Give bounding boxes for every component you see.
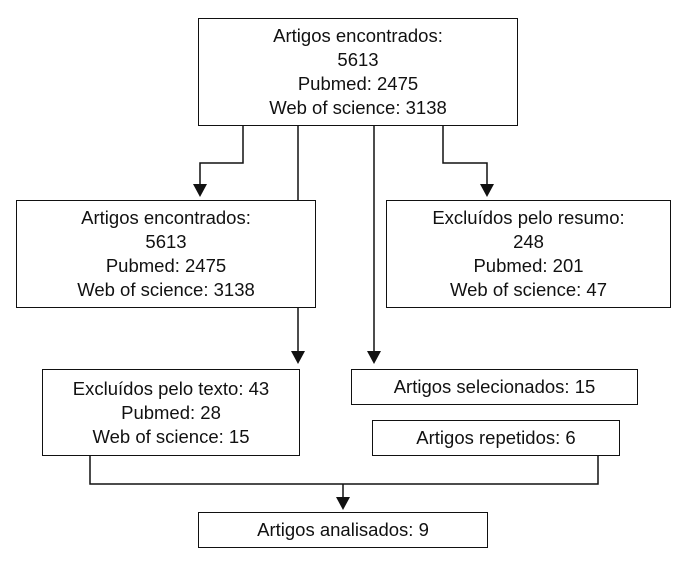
found-top-pubmed: Pubmed: 2475 bbox=[297, 73, 419, 94]
arrowhead-excluded-text bbox=[291, 351, 305, 364]
box-articles-found-left: Artigos encontrados: 5613 Pubmed: 2475 W… bbox=[16, 200, 316, 308]
selected-title: Artigos selecionados: 15 bbox=[393, 376, 596, 397]
found-left-wos: Web of science: 3138 bbox=[77, 279, 255, 300]
excluded-text-pubmed: Pubmed: 28 bbox=[121, 401, 221, 423]
excluded-text-wos: Web of science: 15 bbox=[92, 425, 250, 447]
analyzed-title: Artigos analisados: 9 bbox=[257, 519, 429, 540]
arrowhead-left bbox=[193, 184, 207, 197]
connector-top-to-excluded-abstract bbox=[442, 126, 488, 185]
found-top-title: Artigos encontrados: bbox=[273, 25, 443, 46]
found-left-pubmed: Pubmed: 2475 bbox=[105, 255, 227, 276]
excluded-abstract-title: Excluídos pelo resumo: bbox=[432, 207, 625, 228]
excluded-abstract-pubmed: Pubmed: 201 bbox=[473, 255, 584, 276]
box-articles-found-top: Artigos encontrados: 5613 Pubmed: 2475 W… bbox=[198, 18, 518, 126]
box-articles-selected: Artigos selecionados: 15 bbox=[351, 369, 638, 405]
found-left-total: 5613 bbox=[145, 231, 187, 252]
box-excluded-by-text: Excluídos pelo texto: 43 Pubmed: 28 Web … bbox=[42, 369, 300, 456]
excluded-abstract-total: 248 bbox=[513, 231, 544, 252]
found-top-total: 5613 bbox=[337, 49, 379, 70]
connector-top-to-left bbox=[199, 126, 244, 185]
arrowhead-analyzed bbox=[336, 497, 350, 510]
box-articles-analyzed: Artigos analisados: 9 bbox=[198, 512, 488, 548]
excluded-text-title: Excluídos pelo texto: 43 bbox=[72, 377, 270, 399]
connector-merge-bottom bbox=[89, 456, 599, 485]
found-top-wos: Web of science: 3138 bbox=[269, 97, 447, 118]
repeated-title: Artigos repetidos: 6 bbox=[416, 427, 576, 448]
box-articles-repeated: Artigos repetidos: 6 bbox=[372, 420, 620, 456]
arrowhead-selected bbox=[367, 351, 381, 364]
arrowhead-right bbox=[480, 184, 494, 197]
box-excluded-by-abstract: Excluídos pelo resumo: 248 Pubmed: 201 W… bbox=[386, 200, 671, 308]
excluded-abstract-wos: Web of science: 47 bbox=[450, 279, 607, 300]
found-left-title: Artigos encontrados: bbox=[81, 207, 251, 228]
